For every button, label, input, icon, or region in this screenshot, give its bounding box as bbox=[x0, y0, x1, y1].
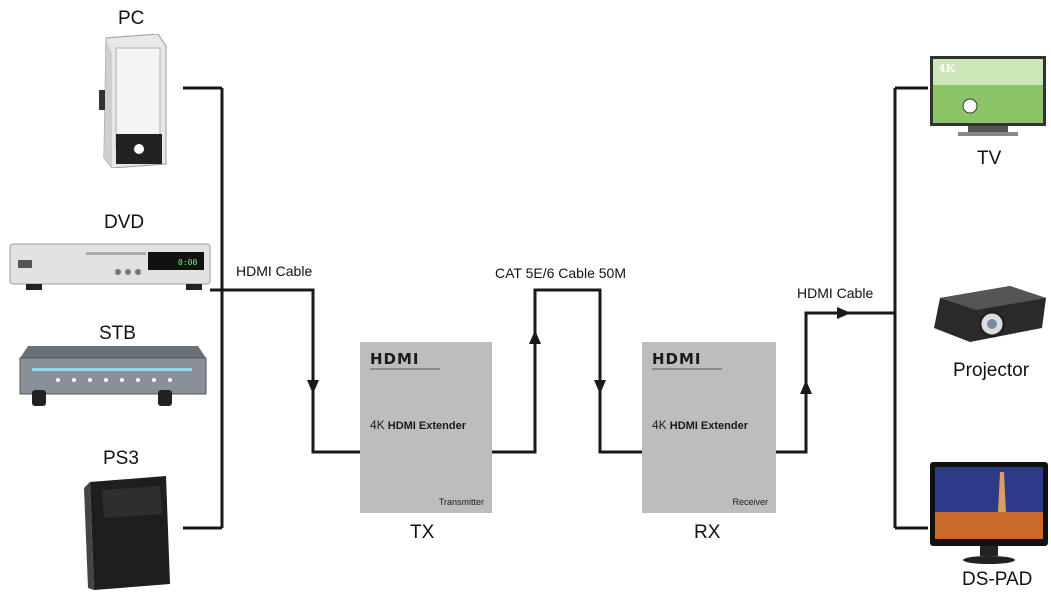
tx-hdmi-logo: HDMI bbox=[370, 350, 420, 368]
dvd-display-text: 0:00 bbox=[178, 258, 197, 267]
cat-cable-wire bbox=[492, 288, 642, 454]
dvd-label: DVD bbox=[104, 212, 145, 233]
arrow-down-icon bbox=[594, 380, 606, 394]
tx-model-prefix: 4K bbox=[370, 418, 385, 432]
tx-model-name: HDMI Extender bbox=[387, 420, 466, 432]
hdmi-output-wire bbox=[776, 311, 895, 454]
tv-icon: 4K bbox=[930, 56, 1046, 136]
rx-model-name: HDMI Extender bbox=[669, 420, 748, 432]
rx-model: 4K HDMI Extender bbox=[652, 418, 748, 432]
tx-logo-underline bbox=[370, 368, 440, 370]
output-cable-label: HDMI Cable bbox=[797, 285, 874, 301]
dvd-player-icon: 0:00 bbox=[9, 243, 211, 290]
rx-hdmi-logo: HDMI bbox=[652, 350, 702, 368]
tv-label: TV bbox=[977, 148, 1002, 169]
tx-model: 4K HDMI Extender bbox=[370, 418, 466, 432]
tx-caption: TX bbox=[410, 522, 435, 543]
hdmi-input-wire bbox=[222, 288, 360, 454]
arrow-down-icon bbox=[307, 380, 319, 394]
projector-label: Projector bbox=[953, 360, 1030, 381]
pc-label: PC bbox=[118, 8, 145, 29]
set-top-box-icon bbox=[19, 346, 207, 406]
rx-logo-underline bbox=[652, 368, 722, 370]
input-cable-label: HDMI Cable bbox=[236, 263, 313, 279]
ps3-console-icon bbox=[84, 476, 170, 590]
stb-label: STB bbox=[99, 323, 136, 344]
rx-caption: RX bbox=[694, 522, 721, 543]
arrow-up-icon bbox=[800, 380, 812, 394]
receiver-unit: HDMI 4K HDMI Extender Receiver bbox=[642, 342, 776, 513]
arrow-right-icon bbox=[837, 307, 851, 319]
projector-icon bbox=[934, 286, 1046, 342]
pc-tower-icon bbox=[99, 34, 167, 168]
arrow-up-icon bbox=[529, 330, 541, 344]
ds-pad-monitor-icon bbox=[930, 462, 1048, 564]
transmitter-unit: HDMI 4K HDMI Extender Transmitter bbox=[360, 342, 492, 513]
tv-4k-badge: 4K bbox=[938, 62, 956, 75]
rx-model-prefix: 4K bbox=[652, 418, 667, 432]
tx-role: Transmitter bbox=[438, 497, 484, 507]
ds-pad-label: DS-PAD bbox=[962, 569, 1033, 590]
ps3-label: PS3 bbox=[103, 448, 139, 469]
rx-role: Receiver bbox=[732, 497, 768, 507]
cat-cable-label: CAT 5E/6 Cable 50M bbox=[495, 265, 626, 281]
